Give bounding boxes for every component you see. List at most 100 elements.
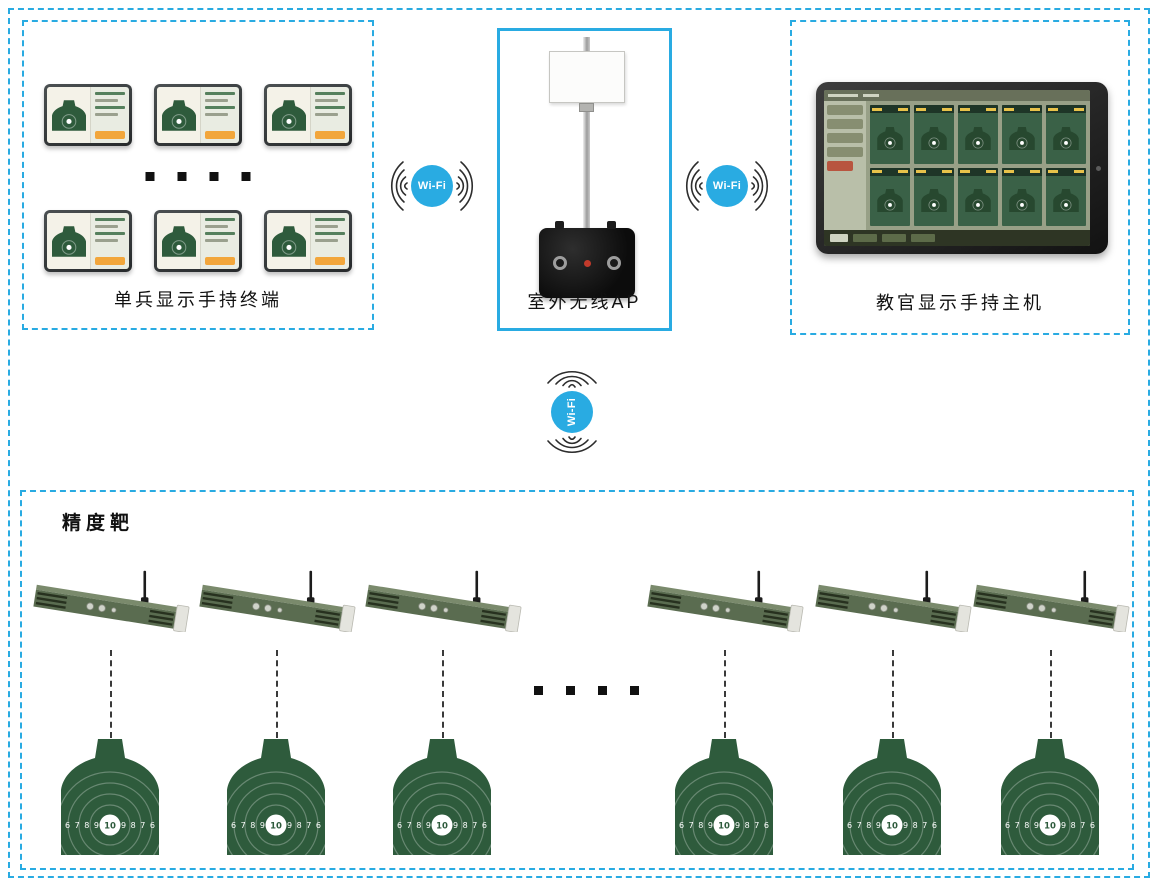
target-tile bbox=[914, 105, 954, 164]
ap-pole bbox=[583, 37, 590, 255]
target-silhouette-icon bbox=[51, 225, 86, 257]
svg-text:10: 10 bbox=[270, 822, 282, 832]
wifi-label: Wi-Fi bbox=[566, 397, 578, 427]
ap-mount-bracket bbox=[579, 103, 594, 112]
wifi-icon: Wi-Fi bbox=[551, 391, 593, 433]
tablet-screen bbox=[824, 90, 1090, 246]
target-tile bbox=[870, 105, 910, 164]
wifi-label: Wi-Fi bbox=[417, 180, 447, 192]
target-sensor-bar bbox=[814, 552, 982, 633]
target-silhouette-icon bbox=[1009, 189, 1035, 213]
wifi-waves-icon bbox=[751, 161, 769, 211]
svg-text:10: 10 bbox=[718, 822, 730, 832]
terminal-target-preview bbox=[47, 213, 92, 269]
terminal-screen bbox=[267, 87, 349, 143]
precision-target: 6 7 8 9 10 9 8 7 6 bbox=[1001, 739, 1099, 855]
terminal-action-button bbox=[95, 257, 125, 265]
terminal-info-pane bbox=[201, 213, 239, 269]
sensor-antenna-icon bbox=[757, 570, 761, 599]
terminal-info-pane bbox=[91, 213, 129, 269]
target-sensor-bar bbox=[32, 552, 200, 633]
wifi-link-down: Wi-Fi bbox=[546, 364, 598, 460]
sensor-antenna-icon bbox=[475, 570, 479, 599]
terminal-target-preview bbox=[267, 213, 312, 269]
target-silhouette-icon bbox=[921, 189, 947, 213]
target-silhouette-icon bbox=[271, 99, 306, 131]
sensor-antenna-icon bbox=[1083, 570, 1087, 599]
sensor-antenna-icon bbox=[925, 570, 929, 599]
terminal-target-preview bbox=[47, 87, 92, 143]
precision-target: 6 7 8 9 10 9 8 7 6 bbox=[843, 739, 941, 855]
targets-label: 精度靶 bbox=[62, 513, 135, 534]
screen-sidebar bbox=[824, 101, 866, 230]
tablet-camera-icon bbox=[1096, 166, 1101, 171]
handheld-terminal bbox=[154, 84, 242, 146]
svg-text:10: 10 bbox=[104, 822, 116, 832]
svg-text:6 7 8 9: 6 7 8 9 bbox=[65, 821, 99, 830]
terminal-info-pane bbox=[91, 87, 129, 143]
target-sensor-bar bbox=[972, 552, 1140, 633]
svg-text:6 7 8 9: 6 7 8 9 bbox=[1005, 821, 1039, 830]
svg-text:10: 10 bbox=[886, 822, 898, 832]
sensor-antenna-icon bbox=[143, 570, 147, 599]
wifi-link-left: Wi-Fi bbox=[384, 160, 480, 212]
target-tile bbox=[1046, 105, 1086, 164]
ap-port-icon bbox=[607, 256, 621, 270]
drop-line bbox=[892, 650, 894, 738]
terminal-target-preview bbox=[157, 87, 202, 143]
target-silhouette-icon bbox=[877, 189, 903, 213]
screen-titlebar bbox=[824, 90, 1090, 101]
handheld-terminal bbox=[264, 210, 352, 272]
wifi-waves-icon bbox=[685, 161, 703, 211]
target-silhouette-icon bbox=[161, 99, 196, 131]
target-tile bbox=[1002, 105, 1042, 164]
terminal-screen bbox=[267, 213, 349, 269]
target-sensor-bar bbox=[364, 552, 532, 633]
target-silhouette-icon bbox=[51, 99, 86, 131]
target-tile bbox=[870, 167, 910, 226]
svg-text:6 7 8 9: 6 7 8 9 bbox=[231, 821, 265, 830]
svg-text:9 8 7 6: 9 8 7 6 bbox=[287, 821, 321, 830]
drop-line bbox=[110, 650, 112, 738]
ellipsis-dots bbox=[534, 686, 639, 695]
wifi-waves-icon bbox=[547, 436, 597, 454]
targets-box: 精度靶 bbox=[20, 490, 1134, 870]
svg-text:9 8 7 6: 9 8 7 6 bbox=[735, 821, 769, 830]
svg-text:6 7 8 9: 6 7 8 9 bbox=[397, 821, 431, 830]
svg-text:9 8 7 6: 9 8 7 6 bbox=[1061, 821, 1095, 830]
wifi-icon: Wi-Fi bbox=[706, 165, 748, 207]
drop-line bbox=[276, 650, 278, 738]
terminal-action-button bbox=[205, 257, 235, 265]
target-tile bbox=[1002, 167, 1042, 226]
svg-text:9 8 7 6: 9 8 7 6 bbox=[121, 821, 155, 830]
terminal-info-pane bbox=[311, 87, 349, 143]
ap-unit bbox=[539, 221, 635, 298]
target-sensor-bar bbox=[198, 552, 366, 633]
svg-text:9 8 7 6: 9 8 7 6 bbox=[903, 821, 937, 830]
ap-antenna-panel bbox=[549, 51, 625, 103]
precision-target: 6 7 8 9 10 9 8 7 6 bbox=[61, 739, 159, 855]
instructor-box: 教官显示手持主机 bbox=[790, 20, 1130, 335]
sensor-antenna-icon bbox=[309, 570, 313, 599]
target-tile bbox=[958, 167, 998, 226]
target-tile bbox=[914, 167, 954, 226]
terminal-screen bbox=[157, 213, 239, 269]
target-tile bbox=[1046, 167, 1086, 226]
terminal-target-preview bbox=[157, 213, 202, 269]
terminal-screen bbox=[157, 87, 239, 143]
target-silhouette-icon bbox=[1053, 189, 1079, 213]
precision-target: 6 7 8 9 10 9 8 7 6 bbox=[227, 739, 325, 855]
target-silhouette-icon bbox=[1009, 126, 1035, 150]
drop-line bbox=[1050, 650, 1052, 738]
ap-port-icon bbox=[553, 256, 567, 270]
handheld-terminal bbox=[44, 84, 132, 146]
handheld-terminal bbox=[154, 210, 242, 272]
wifi-link-right: Wi-Fi bbox=[679, 160, 775, 212]
wifi-waves-icon bbox=[390, 161, 408, 211]
target-silhouette-icon bbox=[877, 126, 903, 150]
precision-target: 6 7 8 9 10 9 8 7 6 bbox=[675, 739, 773, 855]
ap-box: 室外无线AP bbox=[497, 28, 672, 331]
ap-connector-nub bbox=[555, 221, 564, 229]
precision-target: 6 7 8 9 10 9 8 7 6 bbox=[393, 739, 491, 855]
